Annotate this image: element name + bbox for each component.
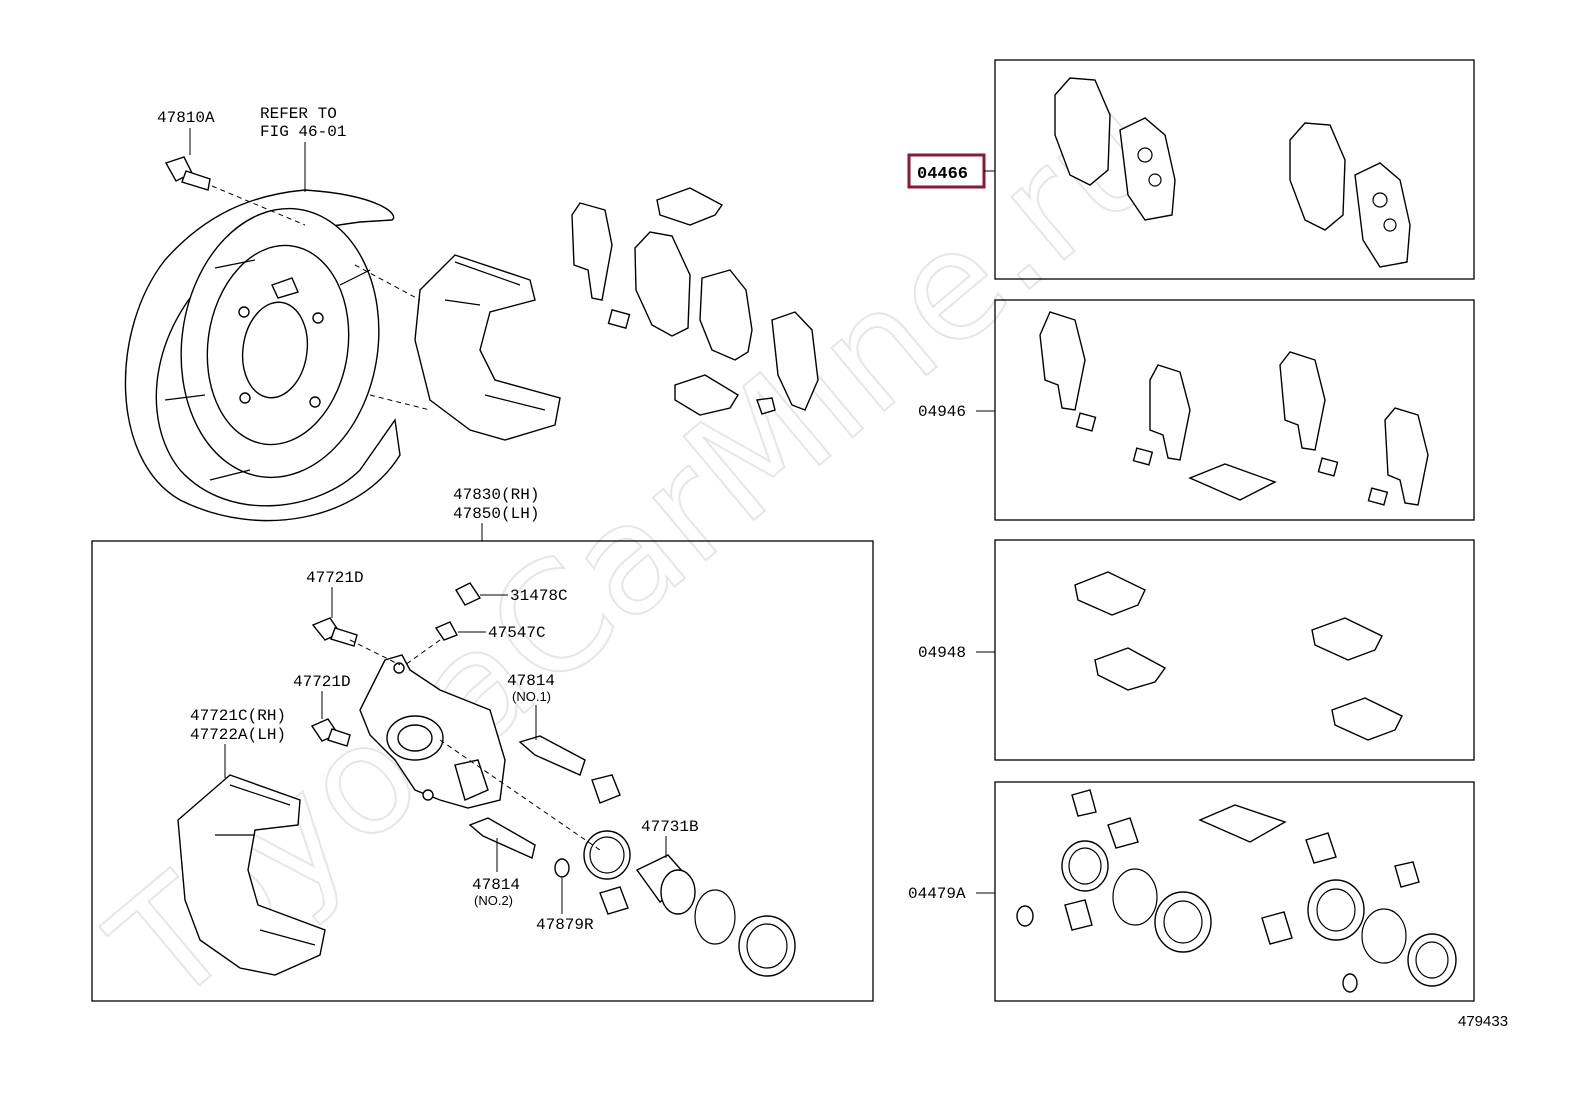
label-47731b[interactable]: 47731B xyxy=(641,818,699,836)
label-47721d-middle[interactable]: 47721D xyxy=(293,673,351,691)
shim-set-04946-drawing xyxy=(1039,311,1429,506)
pads-shims-upper-drawing xyxy=(571,187,819,416)
caliper-fasteners-drawing xyxy=(310,582,629,915)
refer-note-line1: REFER TO xyxy=(260,105,337,123)
label-04479a[interactable]: 04479A xyxy=(908,885,966,903)
label-47850[interactable]: 47850(LH) xyxy=(453,505,539,523)
dust-shield-drawing xyxy=(124,189,401,522)
label-47814-no2[interactable]: 47814 xyxy=(472,876,520,894)
label-47830[interactable]: 47830(RH) xyxy=(453,486,539,504)
label-47721c[interactable]: 47721C(RH) xyxy=(190,707,286,725)
refer-note-line2: FIG 46-01 xyxy=(260,123,346,141)
label-04946[interactable]: 04946 xyxy=(918,403,966,421)
kit-box-04479a xyxy=(994,781,1475,1002)
kit-box-04466 xyxy=(994,59,1475,280)
label-31478c[interactable]: 31478C xyxy=(510,587,568,605)
repair-kit-04479a-drawing xyxy=(1016,789,1457,993)
kit-box-04946 xyxy=(994,299,1475,521)
bolt-47810a-drawing xyxy=(164,156,306,226)
label-47879r[interactable]: 47879R xyxy=(536,916,594,934)
label-47810a[interactable]: 47810A xyxy=(157,109,215,127)
label-04948[interactable]: 04948 xyxy=(918,644,966,662)
label-47721d-top[interactable]: 47721D xyxy=(306,569,364,587)
figure-number: 479433 xyxy=(1458,1013,1508,1030)
piston-seals-drawing xyxy=(349,639,796,977)
caliper-bracket-upper-drawing xyxy=(354,254,561,441)
label-47814-no2-sub: (NO.2) xyxy=(474,893,513,908)
caliper-assembly-box xyxy=(91,540,874,1002)
kit-box-04948 xyxy=(994,539,1475,761)
label-47814-no1[interactable]: 47814 xyxy=(507,672,555,690)
label-47814-no1-sub: (NO.1) xyxy=(512,689,551,704)
label-47547c[interactable]: 47547C xyxy=(488,624,546,642)
pad-set-04466-drawing xyxy=(1054,77,1411,268)
label-47722a[interactable]: 47722A(LH) xyxy=(190,726,286,744)
label-04466[interactable]: 04466 xyxy=(917,165,968,184)
caliper-bracket-lower-drawing xyxy=(177,774,326,976)
clip-set-04948-drawing xyxy=(1074,571,1403,741)
caliper-body-drawing xyxy=(359,654,506,809)
